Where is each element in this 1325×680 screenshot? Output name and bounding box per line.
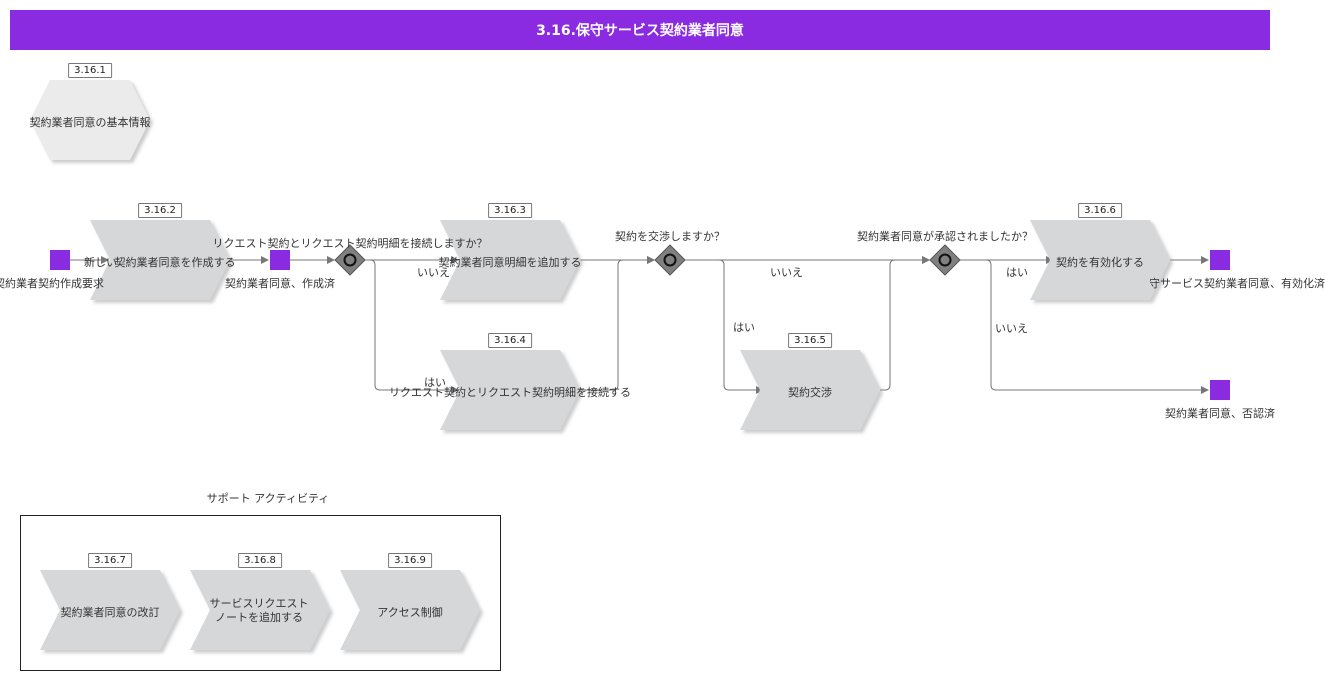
gateway-negotiate-decision[interactable]: [654, 244, 686, 276]
edge-g3-no: [959, 259, 1209, 394]
edge-connect-to-g2: [580, 256, 655, 391]
activity-id: 3.16.3: [488, 203, 532, 218]
activity-negotiate-contract[interactable]: [740, 350, 880, 430]
event-created[interactable]: [270, 250, 290, 270]
edge-label-no: いいえ: [417, 266, 450, 279]
activity-label: 契約交渉: [788, 386, 832, 399]
activity-label: 契約業者同意を作成する: [114, 256, 236, 269]
start-event[interactable]: [50, 250, 70, 270]
edge-label-yes: はい: [1006, 266, 1028, 279]
activity-label: リクエスト契約とリクエスト契約明細を接続する: [389, 386, 631, 399]
gateway-connect-decision[interactable]: [334, 244, 366, 276]
gateway-question: リクエスト契約とリクエスト契約明細を接続しますか？: [212, 237, 488, 250]
edge-g1-yes: [364, 259, 459, 394]
edge-label-yes: はい: [733, 321, 755, 334]
created-event-label: 契約業者同意、作成済: [225, 277, 335, 290]
start-event-label: 保守サービス契約業者契約作成要求: [0, 277, 104, 290]
end-event-activated[interactable]: [1210, 250, 1230, 270]
rejected-event-label: 契約業者同意、否認済: [1165, 407, 1275, 420]
gateway-question: 契約業者同意が承認されましたか？: [857, 230, 1033, 243]
activity-label: 契約を有効化する: [1056, 256, 1144, 269]
activity-id: 3.16.6: [1078, 203, 1122, 218]
info-node-id: 3.16.1: [68, 63, 112, 78]
support-activity-label: 契約業者同意の改訂: [60, 606, 160, 619]
activity-id: 3.16.2: [138, 203, 182, 218]
support-activity-add-note[interactable]: [190, 570, 330, 650]
support-activity-id: 3.16.8: [238, 553, 282, 568]
edge-label-yes: はい: [424, 376, 446, 389]
gateway-approved-decision[interactable]: [929, 244, 961, 276]
info-node-label: 契約業者同意の基本情報: [29, 116, 151, 129]
edge-label-new: 新しい: [84, 256, 117, 269]
gateway-question: 契約を交渉しますか？: [615, 230, 725, 243]
support-activities-box: [20, 515, 501, 671]
activity-connect-request-contract[interactable]: [440, 350, 580, 430]
support-section-title: サポート アクティビティ: [206, 492, 330, 505]
activity-activate-contract[interactable]: [1030, 220, 1170, 300]
edge-g2-yes: [684, 259, 764, 394]
activity-create-agreement[interactable]: [90, 220, 230, 300]
activity-label: 契約業者同意明細を追加する: [438, 256, 582, 269]
support-activity-label: アクセス制御: [377, 606, 443, 619]
support-activity-id: 3.16.9: [388, 553, 432, 568]
edge-label-no: いいえ: [995, 322, 1028, 335]
activity-id: 3.16.4: [488, 333, 532, 348]
edge-negotiate-to-g3: [880, 256, 930, 391]
activated-event-label: 保守サービス契約業者同意、有効化済: [1150, 277, 1325, 290]
support-activity-access-control[interactable]: [340, 570, 480, 650]
support-activity-id: 3.16.7: [88, 553, 132, 568]
info-hexagon[interactable]: [30, 80, 150, 160]
activity-add-agreement-line[interactable]: [440, 220, 580, 300]
support-activity-label: サービスリクエスト ノートを追加する: [209, 597, 309, 624]
diagram-title: 3.16.保守サービス契約業者同意: [10, 10, 1270, 50]
end-event-rejected[interactable]: [1210, 380, 1230, 400]
activity-id: 3.16.5: [788, 333, 832, 348]
support-activity-revise[interactable]: [40, 570, 180, 650]
edge-label-no: いいえ: [770, 266, 803, 279]
